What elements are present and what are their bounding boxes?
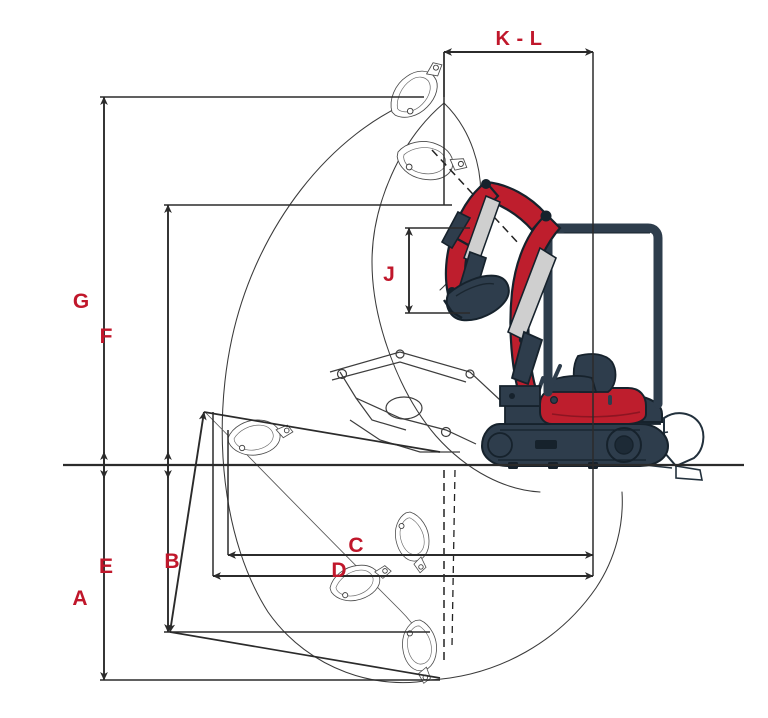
dimension-label-A: A: [72, 587, 87, 610]
excavator-machine: [440, 179, 705, 481]
dimension-label-B: B: [164, 550, 179, 573]
dimension-label-KL: K - L: [496, 28, 543, 50]
dimension-label-G: G: [73, 290, 89, 313]
dimension-label-C: C: [348, 534, 363, 557]
operator-seat: [547, 353, 617, 393]
bucket-tip-trace-dashed-2: [451, 469, 456, 647]
extension-lines: [100, 52, 594, 681]
dimension-arrow-lines: [100, 48, 594, 681]
bucket-outline-positions: [225, 51, 471, 686]
bucket-tip-trace-dashed: [431, 149, 521, 660]
boom-base-link: [499, 385, 541, 407]
vertical-wall-chords: [169, 411, 441, 679]
dimension-label-D: D: [331, 559, 346, 582]
dimension-label-E: E: [99, 555, 113, 578]
dimension-label-F: F: [100, 325, 113, 348]
dimension-label-J: J: [383, 263, 395, 286]
track-assembly: [480, 423, 670, 469]
dimension-line-B: [167, 411, 207, 633]
ghost-arm-linkage: [329, 349, 501, 453]
ground-tick-arrows: [100, 451, 172, 479]
attached-bucket: [443, 274, 510, 322]
dimension-labels: A B C D E F G J K - L: [72, 28, 542, 610]
hydraulic-cylinders: [440, 194, 557, 386]
